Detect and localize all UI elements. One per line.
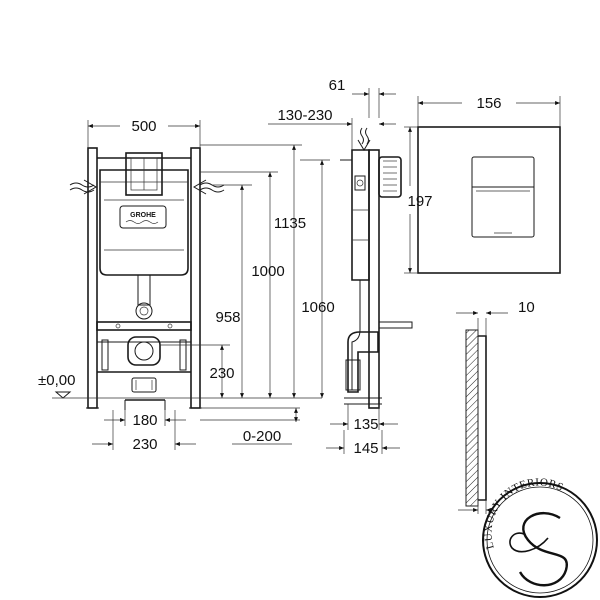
dim-1000-label: 1000 — [251, 263, 284, 280]
watermark-monogram — [518, 512, 568, 587]
dim-0-200: 0-200 — [200, 407, 300, 445]
dim-230-height-label: 230 — [209, 365, 234, 382]
height-dims: 958 1000 1135 1060 230 — [160, 144, 335, 398]
dim-0-200-label: 0-200 — [243, 428, 281, 445]
cistern-body — [99, 169, 189, 276]
level-triangle — [54, 391, 72, 399]
dim-500: 500 — [87, 118, 201, 148]
watermark-seal: LUXURY INTERIORS — [482, 476, 598, 598]
flush-plate-side: 10 12 — [456, 299, 535, 514]
side-view — [340, 127, 413, 409]
zero-level: ±0,00 — [38, 372, 322, 399]
front-view: GROHE — [69, 147, 225, 410]
dim-145-label: 145 — [353, 440, 378, 457]
dim-197: 197 — [404, 126, 433, 274]
dim-10-label: 10 — [518, 299, 535, 316]
dim-1135-label: 1135 — [274, 215, 306, 232]
dim-135: 135 — [330, 404, 398, 433]
mid-rail — [96, 321, 192, 331]
side-cistern — [351, 149, 370, 281]
dim-230-width-label: 230 — [132, 436, 157, 453]
dim-500-label: 500 — [131, 118, 156, 135]
dim-958-label: 958 — [215, 309, 240, 326]
wall-hatch — [465, 329, 479, 507]
dim-130-230-label: 130-230 — [277, 107, 332, 124]
dim-1060-label: 1060 — [301, 299, 334, 316]
side-post — [368, 149, 380, 409]
grohe-label: GROHE — [130, 212, 156, 219]
dim-230-width: 230 — [92, 410, 196, 453]
dim-145: 145 — [326, 430, 400, 457]
drain-outlet — [127, 336, 161, 366]
grohe-badge — [119, 205, 167, 229]
dim-180-label: 180 — [132, 412, 157, 429]
dim-61: 61 — [329, 77, 396, 118]
flush-plate-front — [417, 126, 561, 274]
flush-button — [471, 156, 535, 238]
side-supply-wave — [360, 127, 364, 145]
flush-plate-outline — [417, 126, 561, 274]
dim-61-label: 61 — [329, 77, 346, 94]
side-actuator — [378, 156, 402, 198]
zero-level-label: ±0,00 — [38, 372, 75, 389]
dim-130-230: 130-230 — [268, 107, 396, 150]
supply-left-wave — [69, 182, 95, 188]
plate-profile — [478, 335, 487, 501]
right-post — [190, 147, 201, 409]
dim-197-label: 197 — [407, 193, 432, 210]
side-drain — [347, 331, 379, 393]
flush-opening — [125, 152, 163, 196]
dim-156-label: 156 — [476, 95, 501, 112]
dim-135-label: 135 — [353, 416, 378, 433]
dim-180: 180 — [104, 410, 186, 429]
dim-156: 156 — [417, 95, 561, 127]
